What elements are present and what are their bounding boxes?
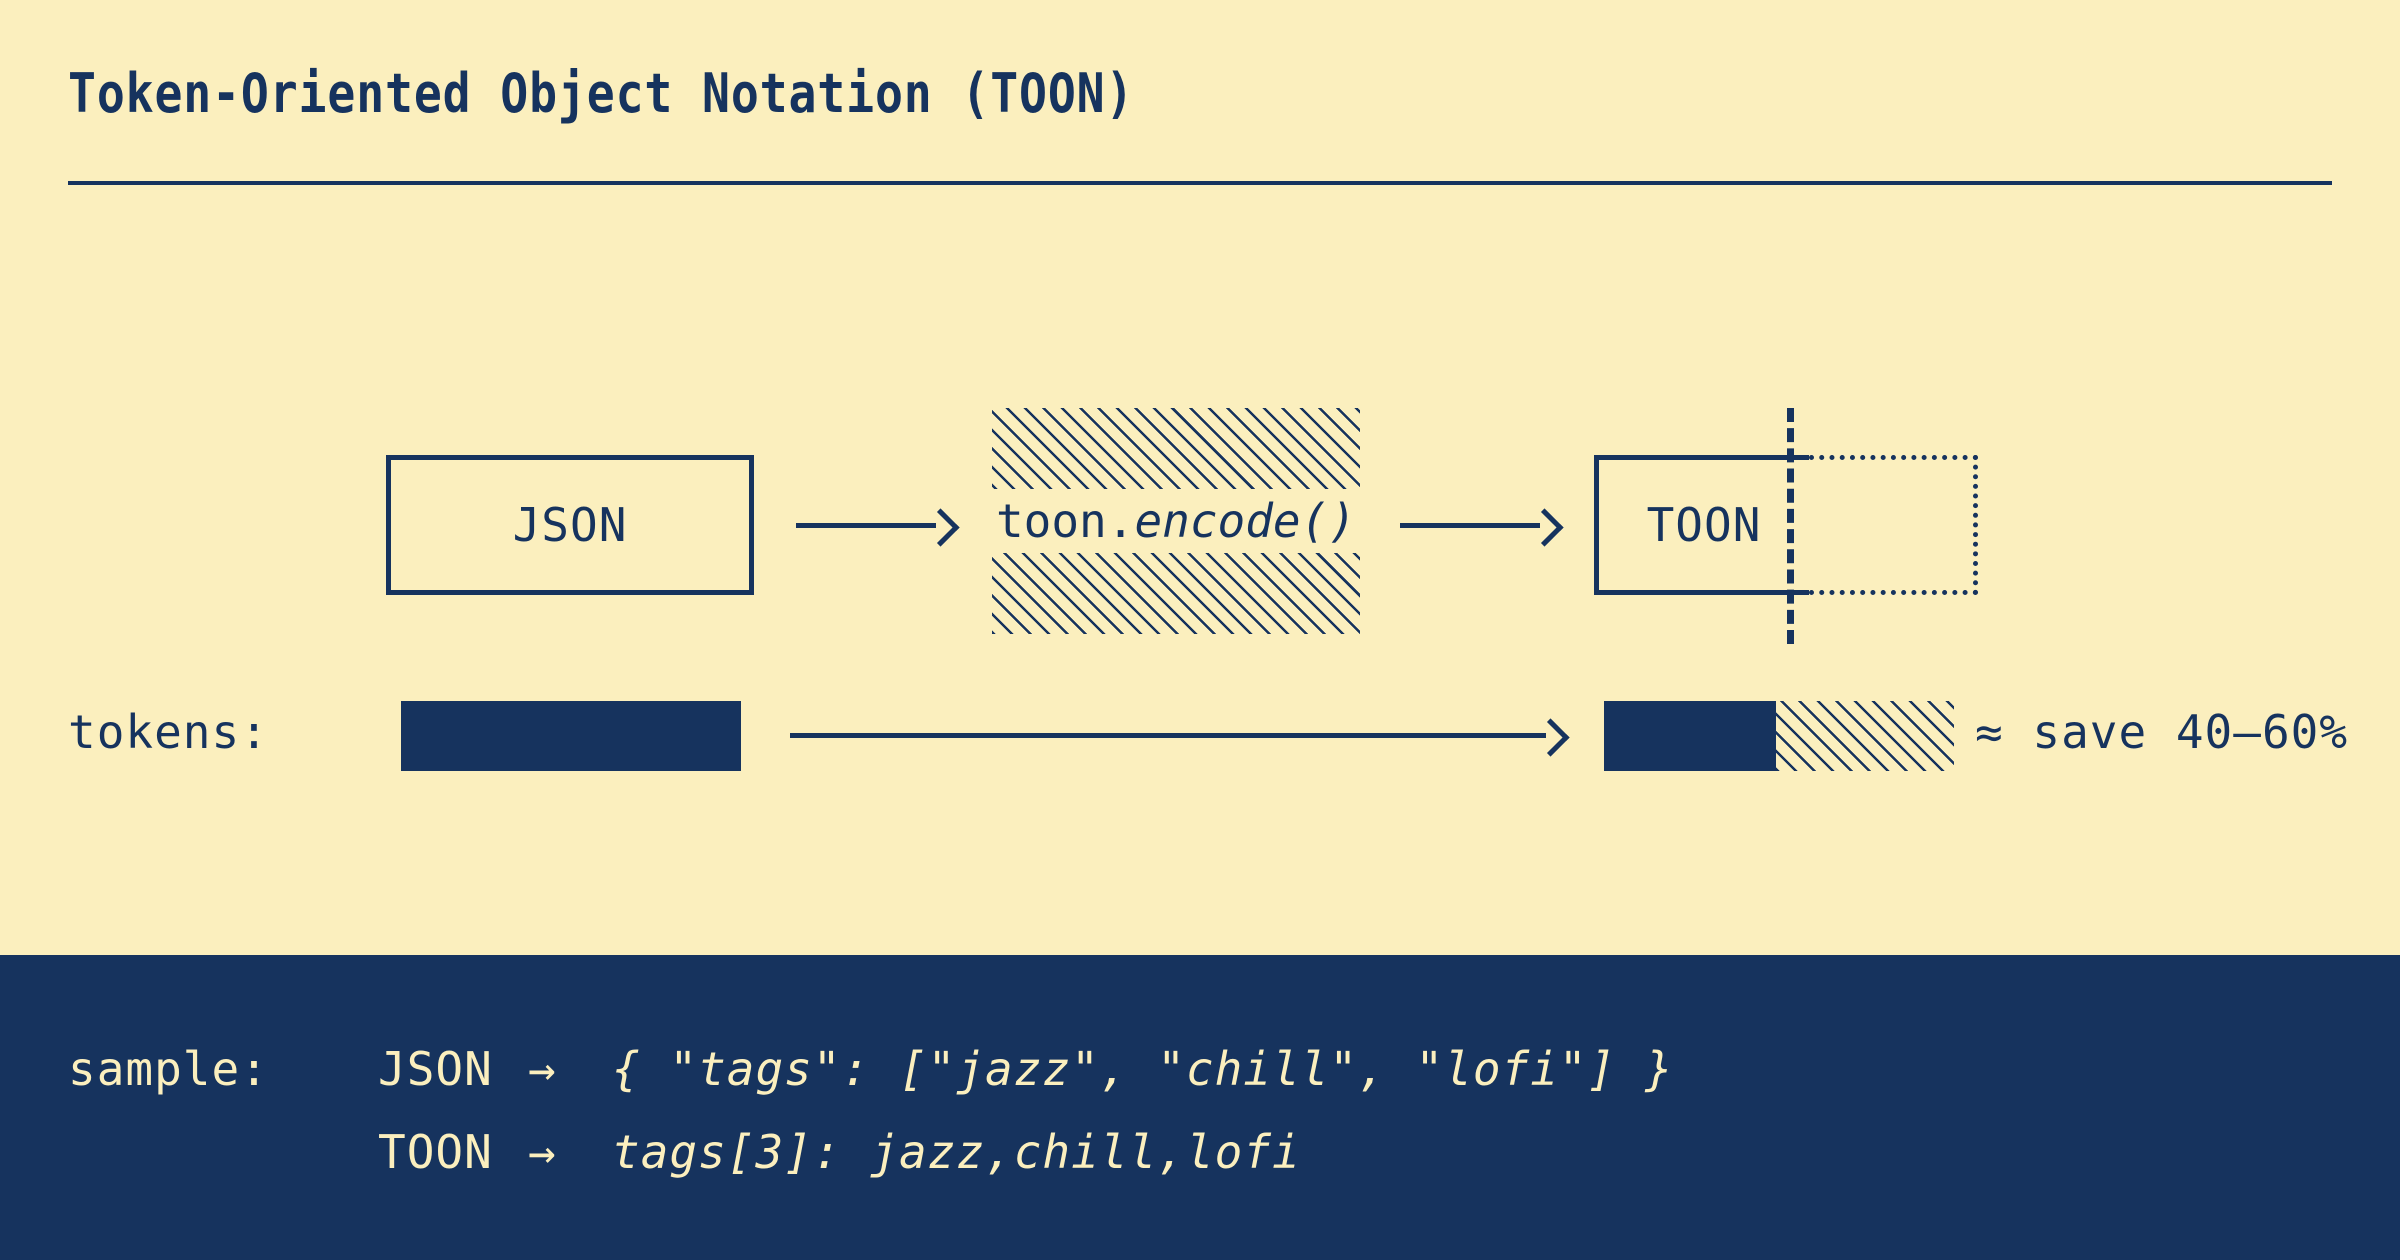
arrow-right-icon-line-3: [790, 733, 1546, 738]
savings-label: ≈ save 40–60%: [1975, 705, 2349, 759]
page-title: Token-Oriented Object Notation (TOON): [68, 62, 1135, 125]
arrow-right-icon-line-1: [796, 523, 936, 528]
encode-call-label: toon.encode(): [992, 489, 1360, 553]
sample-panel: [0, 955, 2400, 1260]
sample-row-kind: JSON: [378, 1042, 493, 1096]
tokens-bar-toon-used: [1604, 701, 1776, 771]
arrow-right-icon-line-2: [1400, 523, 1540, 528]
sample-row: TOON → tags[3]: jazz,chill,lofi: [378, 1125, 1301, 1179]
toon-box: TOON: [1594, 455, 1809, 595]
arrow-right-icon-sample-1: →: [528, 1042, 557, 1096]
sample-panel-label: sample:: [68, 1042, 269, 1096]
toon-box-saved-region: [1809, 455, 1978, 595]
tokens-bar-json: [401, 701, 741, 771]
sample-row-code: tags[3]: jazz,chill,lofi: [612, 1125, 1301, 1179]
title-divider: [68, 181, 2332, 185]
sample-row-kind: TOON: [378, 1125, 493, 1179]
sample-row: JSON → { "tags": ["jazz", "chill", "lofi"]…: [378, 1042, 1674, 1096]
tokens-bar-toon-saved: [1776, 701, 1954, 771]
encode-label-prefix: toon.: [995, 494, 1135, 548]
json-box: JSON: [386, 455, 754, 595]
arrow-right-icon-head-1: [921, 508, 960, 547]
tokens-row-label: tokens:: [68, 705, 269, 759]
arrow-right-icon-sample-2: →: [528, 1125, 557, 1179]
encode-label-backdrop: [992, 489, 1360, 553]
encode-label-emphasis: encode(): [1134, 494, 1357, 548]
arrow-right-icon-head-2: [1525, 508, 1564, 547]
toon-box-label: TOON: [1646, 498, 1762, 552]
json-box-label: JSON: [512, 498, 628, 552]
sample-row-code: { "tags": ["jazz", "chill", "lofi"] }: [612, 1042, 1674, 1096]
toon-box-divider: [1787, 408, 1794, 644]
